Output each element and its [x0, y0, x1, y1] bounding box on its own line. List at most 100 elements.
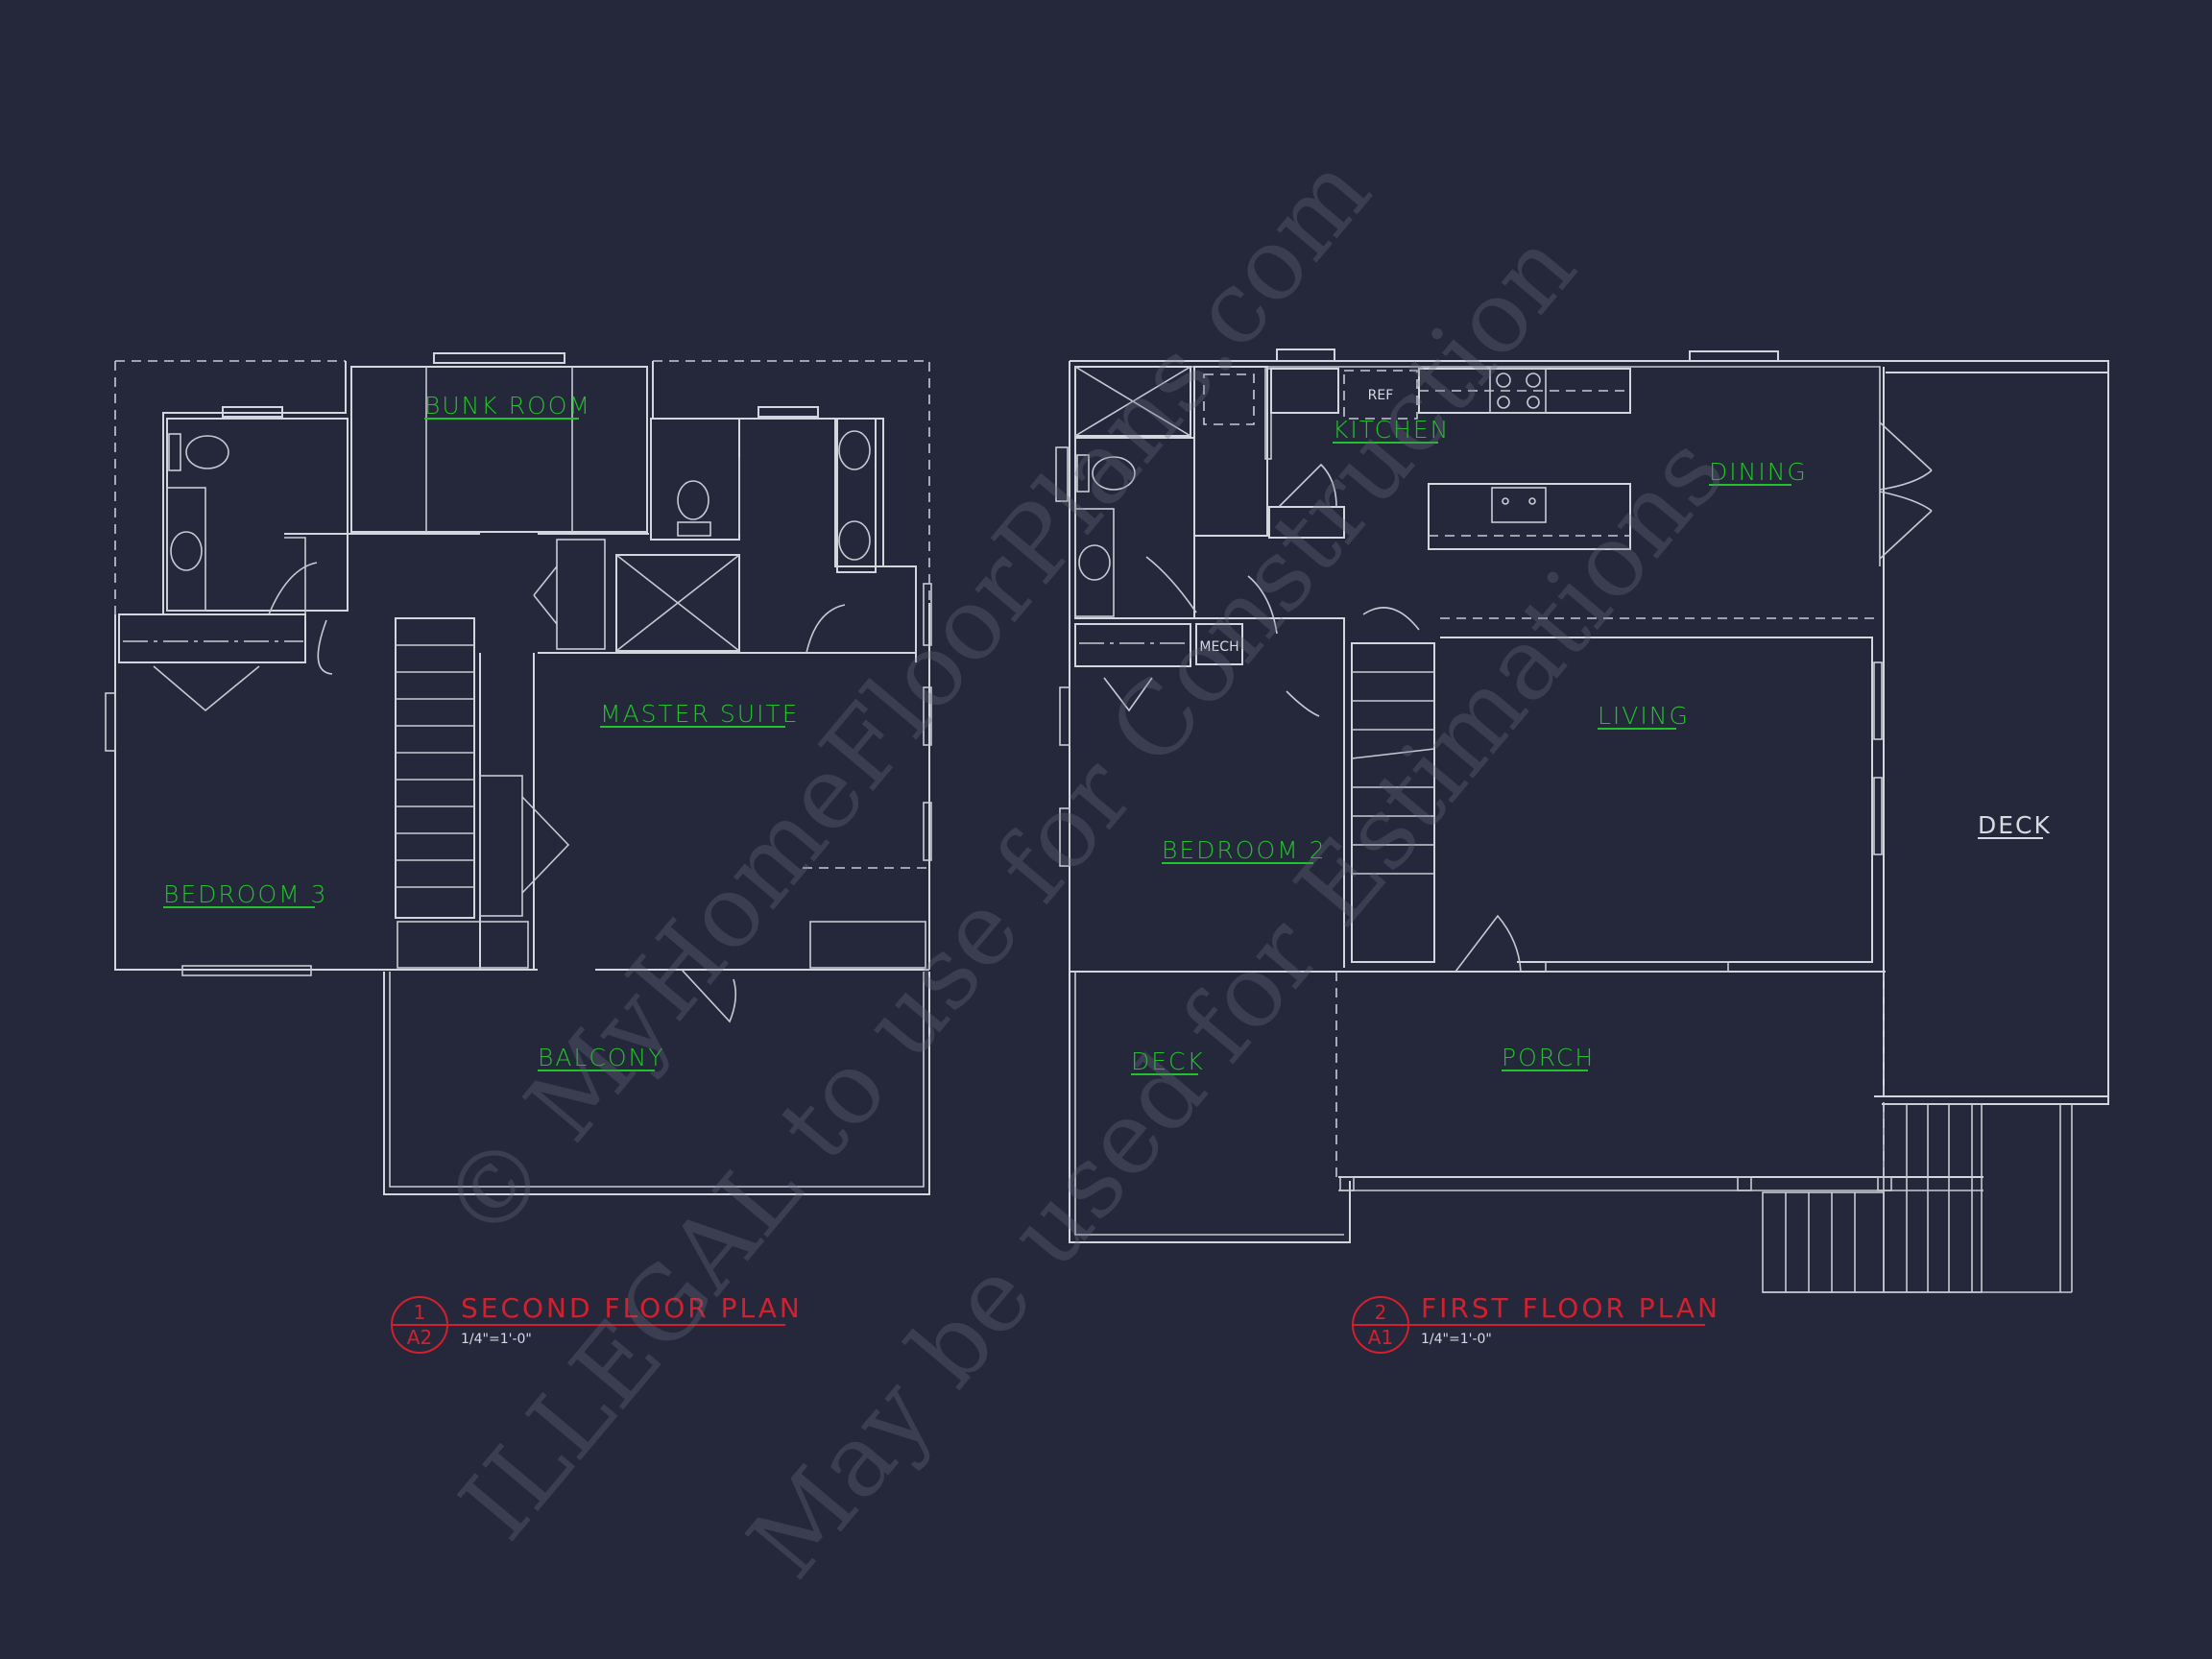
kitchen-island	[1428, 483, 1631, 550]
plan-number: 2	[1375, 1301, 1387, 1324]
deck-stairs	[1762, 1103, 2073, 1293]
burner-icon	[1496, 373, 1511, 388]
pantry	[1193, 366, 1268, 537]
shower	[615, 554, 740, 652]
toilet-icon	[677, 480, 709, 520]
window	[433, 352, 565, 364]
room-label-living: LIVING	[1598, 702, 1690, 730]
sheet-number: A2	[407, 1326, 432, 1349]
balcony-rail-inner	[389, 972, 925, 1188]
toilet-icon	[1092, 456, 1136, 491]
mech-room	[1195, 623, 1243, 665]
closet-doors	[533, 565, 558, 625]
wall	[1075, 617, 1345, 968]
plan-title: SECOND FLOOR PLAN	[461, 1292, 803, 1324]
vanity	[836, 418, 877, 573]
closet	[479, 775, 523, 917]
plan-scale: 1/4"=1'-0"	[461, 1332, 532, 1347]
room-label-kitchen: KITCHEN	[1333, 416, 1450, 444]
second-floor-plan: BUNK ROOM MASTER SUITE BEDROOM 3 BALCONY…	[105, 352, 932, 1354]
shower	[1074, 366, 1191, 437]
post	[1877, 1176, 1892, 1191]
window	[1689, 350, 1779, 362]
door-swing	[1145, 556, 1278, 635]
toilet-tank	[677, 521, 711, 537]
door-swing	[681, 969, 737, 1023]
window	[923, 583, 932, 646]
burner-icon	[1527, 396, 1540, 409]
shower-drain-lines	[615, 554, 740, 652]
window	[923, 802, 932, 861]
stair-treads	[1351, 671, 1435, 875]
window	[181, 965, 312, 976]
stair	[395, 617, 475, 919]
window	[757, 406, 819, 418]
wall	[653, 418, 917, 662]
closet	[556, 539, 606, 650]
window	[1873, 777, 1883, 855]
watermark: © MyHomeFloorPlans.com ILLEGAL to use fo…	[419, 133, 1747, 1599]
post	[1737, 1176, 1752, 1191]
stair	[1351, 642, 1435, 963]
wc-room	[650, 418, 740, 541]
sink-icon	[1078, 544, 1111, 581]
window	[1059, 686, 1070, 746]
room-label-bedroom-2: BEDROOM 2	[1162, 836, 1327, 864]
window	[222, 406, 283, 418]
refrigerator	[1343, 370, 1418, 420]
sink-icon	[1491, 487, 1547, 523]
window	[923, 686, 932, 746]
door-swing	[268, 562, 318, 615]
door-swing	[805, 604, 846, 654]
ref-label: REF	[1368, 388, 1394, 403]
door-swing	[1362, 607, 1420, 631]
window	[1873, 661, 1883, 740]
second-floor-title-block: 1 A2 SECOND FLOOR PLAN 1/4"=1'-0"	[391, 1292, 803, 1354]
sheet-number: A1	[1368, 1326, 1393, 1349]
vanity	[1074, 508, 1115, 617]
plan-title: FIRST FLOOR PLAN	[1421, 1292, 1720, 1324]
toilet-tank	[1076, 454, 1090, 493]
balcony-rail	[383, 972, 930, 1195]
deck-rail	[1069, 972, 1351, 1243]
room-label-bedroom-3: BEDROOM 3	[163, 880, 328, 908]
deck-outline	[1874, 372, 2108, 1097]
burner-icon	[1526, 373, 1541, 388]
first-floor-plan: REF MECH	[1055, 349, 2109, 1354]
room-label-porch: PORCH	[1502, 1044, 1595, 1071]
cabinet	[397, 921, 529, 969]
door-swing	[317, 619, 333, 675]
plan-scale: 1/4"=1'-0"	[1421, 1332, 1492, 1347]
wall	[162, 361, 347, 614]
sink-icon	[170, 531, 203, 571]
bifold-doors	[153, 665, 260, 712]
exterior-wall	[114, 603, 930, 971]
cooktop	[1489, 368, 1547, 414]
window	[1276, 349, 1335, 362]
door-swing	[1455, 914, 1522, 973]
stair-treads	[396, 644, 474, 888]
bunk-room-walls	[350, 366, 648, 533]
wall	[284, 537, 306, 614]
room-label-master-suite: MASTER SUITE	[600, 700, 800, 728]
shower-drain-lines	[1074, 366, 1191, 437]
room-label-deck-left: DECK	[1131, 1047, 1205, 1075]
door-swing	[1286, 690, 1320, 717]
door-swing	[1278, 463, 1337, 508]
toilet-icon	[185, 435, 229, 469]
first-floor-title-block: 2 A1 FIRST FLOOR PLAN 1/4"=1'-0"	[1352, 1292, 1720, 1354]
counter	[1270, 368, 1339, 414]
bath-walls	[166, 418, 349, 612]
window	[1059, 807, 1070, 867]
first-floor-labels: KITCHEN DINING LIVING BEDROOM 2 DECK POR…	[1131, 416, 2050, 1075]
vanity	[166, 487, 206, 612]
toilet-tank	[168, 433, 181, 471]
roof-outline	[114, 360, 930, 614]
second-floor-labels: BUNK ROOM MASTER SUITE BEDROOM 3 BALCONY	[163, 392, 800, 1071]
mech-label: MECH	[1199, 639, 1238, 655]
closet-doors	[521, 796, 570, 894]
room-label-balcony: BALCONY	[538, 1044, 665, 1071]
drain-icon	[1528, 497, 1536, 505]
counter	[1268, 506, 1345, 539]
